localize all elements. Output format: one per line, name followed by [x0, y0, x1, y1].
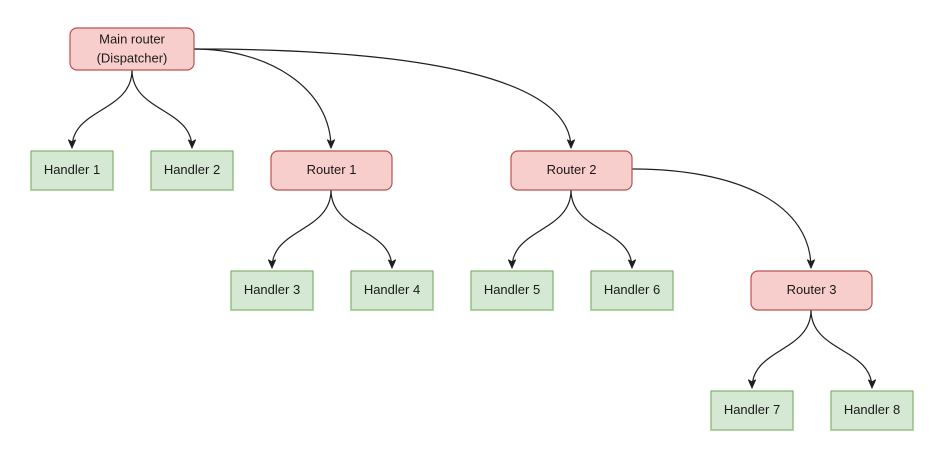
edges-layer: [72, 48, 872, 388]
node-handler-1[interactable]: Handler 1: [30, 150, 114, 191]
handler-2-box[interactable]: [150, 150, 234, 191]
edge-router-2-to-router-3: [631, 168, 811, 268]
node-handler-2[interactable]: Handler 2: [150, 150, 234, 191]
handler-5-box[interactable]: [470, 270, 554, 311]
edge-main-to-handler-1: [72, 69, 133, 148]
router-3-box[interactable]: [750, 270, 873, 311]
edge-router-1-to-handler-4: [330, 189, 392, 268]
nodes-layer: Main router(Dispatcher) Handler 1 Handler …: [30, 27, 914, 431]
node-handler-7[interactable]: Handler 7: [710, 390, 794, 431]
node-handler-6[interactable]: Handler 6: [590, 270, 674, 311]
edge-main-to-router-1: [193, 48, 331, 148]
node-handler-8[interactable]: Handler 8: [830, 390, 914, 431]
node-handler-3[interactable]: Handler 3: [230, 270, 314, 311]
edge-router-3-to-handler-8: [810, 309, 872, 388]
main-router-box[interactable]: [69, 27, 195, 71]
edge-router-3-to-handler-7: [752, 309, 812, 388]
edge-router-1-to-handler-3: [272, 189, 332, 268]
edge-router-2-to-handler-5: [512, 189, 572, 268]
node-handler-5[interactable]: Handler 5: [470, 270, 554, 311]
node-main-router[interactable]: Main router(Dispatcher): [69, 27, 195, 71]
node-router-3[interactable]: Router 3: [750, 270, 873, 311]
router-2-box[interactable]: [510, 150, 633, 191]
router-1-box[interactable]: [270, 150, 393, 191]
edge-router-2-to-handler-6: [570, 189, 632, 268]
node-router-1[interactable]: Router 1: [270, 150, 393, 191]
handler-8-box[interactable]: [830, 390, 914, 431]
node-router-2[interactable]: Router 2: [510, 150, 633, 191]
handler-4-box[interactable]: [350, 270, 434, 311]
handler-1-box[interactable]: [30, 150, 114, 191]
node-handler-4[interactable]: Handler 4: [350, 270, 434, 311]
handler-6-box[interactable]: [590, 270, 674, 311]
edge-main-to-router-2: [193, 48, 571, 148]
handler-3-box[interactable]: [230, 270, 314, 311]
handler-7-box[interactable]: [710, 390, 794, 431]
edge-main-to-handler-2: [131, 69, 192, 148]
